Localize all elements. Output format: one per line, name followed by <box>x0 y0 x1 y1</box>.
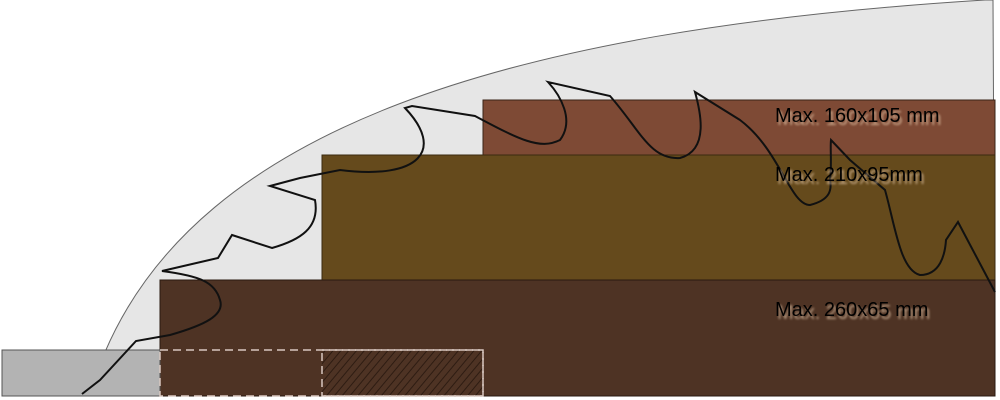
capacity-label-small: Max. 160x105 mm <box>775 105 940 127</box>
workpiece-small <box>482 99 996 156</box>
saw-table <box>1 349 161 397</box>
workpiece-large <box>159 279 996 397</box>
saw-blade-teeth <box>81 80 996 395</box>
capacity-label-medium: Max. 210x95mm <box>775 164 923 186</box>
capacity-label-large: Max. 260x65 mm <box>775 299 929 321</box>
workpiece-medium <box>321 154 996 281</box>
dashed-outline-hatched <box>321 349 484 397</box>
hatched-slot <box>322 350 483 396</box>
